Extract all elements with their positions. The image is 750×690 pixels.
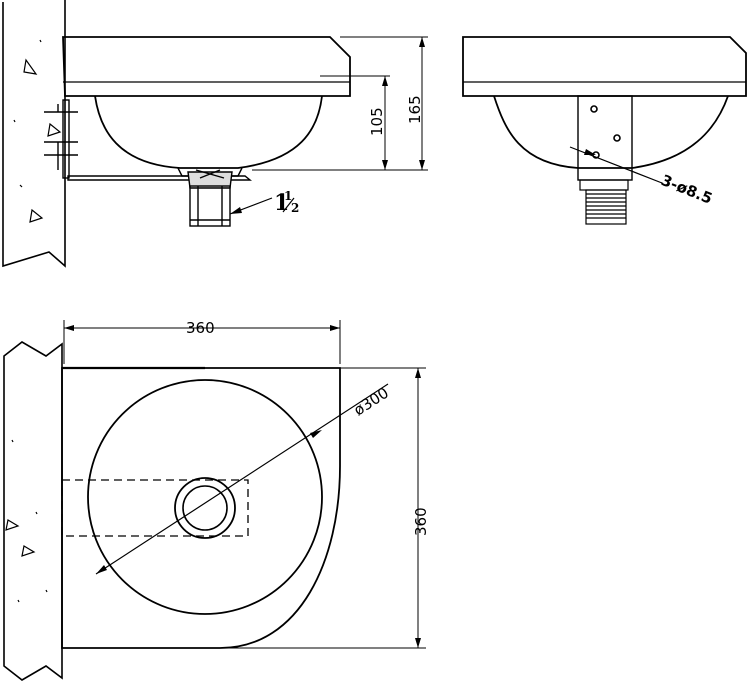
wall-hatch-marks	[13, 39, 62, 223]
dimension-165	[340, 36, 428, 170]
side-drain	[177, 167, 243, 227]
mount-hole-1	[590, 105, 598, 113]
mount-hole-2	[613, 134, 621, 142]
top-drain-outer	[174, 477, 236, 539]
dim-label-165: 165	[406, 95, 424, 124]
top-basin-outline	[61, 367, 341, 649]
dimension-105	[252, 75, 428, 171]
top-wall-hatch-marks	[5, 439, 48, 603]
dim-label-105: 105	[368, 107, 386, 136]
front-view	[462, 36, 747, 225]
dim-label-360-depth: 360	[412, 507, 430, 536]
top-drain-inner	[182, 485, 228, 531]
top-wall	[3, 341, 63, 681]
wall-bracket	[44, 99, 78, 179]
svg-text:1: 1	[284, 189, 292, 203]
svg-text:2: 2	[291, 201, 299, 215]
hole-size-label: 3-ø8.5	[659, 171, 715, 208]
diameter-leader	[95, 383, 389, 575]
dim-label-360-width: 360	[186, 319, 215, 337]
top-view	[3, 320, 426, 681]
dimension-360-width	[63, 320, 341, 364]
front-basin-bowl	[493, 95, 729, 169]
front-basin-deck	[462, 36, 747, 97]
drain-size-label: 1 1 2	[274, 189, 299, 216]
side-basin-bowl	[94, 95, 323, 169]
front-drain-thread	[579, 179, 629, 225]
side-basin-deck	[62, 36, 351, 97]
side-view	[2, 0, 428, 268]
top-hidden-bracket	[61, 479, 249, 537]
dimension-360-depth	[205, 367, 426, 649]
dim-label-bowl-diameter: ø300	[350, 384, 392, 420]
top-bowl-circle	[87, 379, 323, 615]
